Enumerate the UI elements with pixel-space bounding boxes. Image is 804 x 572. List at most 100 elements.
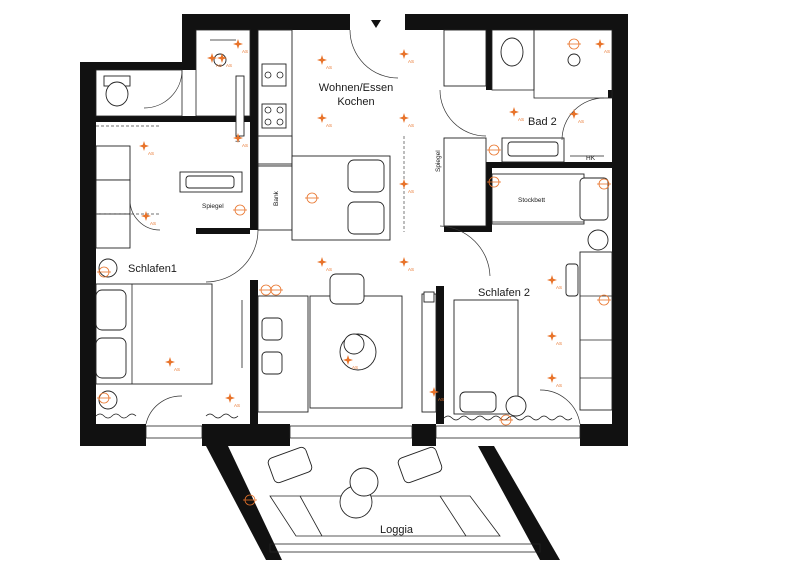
kitchen-sink [261, 63, 287, 87]
stockbett-label: Stockbett [518, 197, 545, 204]
as-label: AS [174, 367, 180, 372]
as-label: AS [518, 117, 524, 122]
as-label: AS [226, 63, 232, 68]
ceiling-light-icon [207, 53, 217, 63]
ceiling-light-icon [165, 357, 175, 367]
room-label-schlafen1: Schlafen1 [128, 263, 177, 275]
entrance-arrow-icon [371, 20, 381, 28]
bad2-drain-icon [567, 53, 581, 67]
ceiling-light-icon [399, 113, 409, 123]
as-label: AS [408, 59, 414, 64]
as-label: AS [438, 397, 444, 402]
ceiling-light-icon [595, 39, 605, 49]
as-label: AS [242, 143, 248, 148]
wall-bottom-3 [412, 424, 436, 446]
bad2-toilet-icon [500, 37, 524, 67]
as-label: AS [216, 63, 222, 68]
ceiling-light-icon [547, 331, 557, 341]
room-label-wohnen-2: Kochen [337, 96, 374, 108]
as-label: AS [326, 123, 332, 128]
room-label-wohnen-1: Wohnen/Essen [319, 82, 393, 94]
bedside-lamp-1-icon [98, 258, 118, 278]
as-label: AS [408, 267, 414, 272]
wall-bottom-2 [202, 424, 290, 446]
schlafen1: Schlafen1 [95, 258, 243, 425]
wohnen-door-swing [439, 225, 491, 277]
as-label: AS [326, 65, 332, 70]
as-label: AS [604, 49, 610, 54]
ceiling-light-icon [217, 53, 227, 63]
ceiling-light-icon [317, 113, 327, 123]
bank [257, 165, 293, 231]
as-label: AS [408, 189, 414, 194]
spiegel-hall: Spiegel [435, 150, 442, 172]
ceiling-light-icon [141, 211, 151, 221]
as-label: AS [408, 123, 414, 128]
kitchen-door-swing [205, 229, 259, 283]
wall-bad1-top [80, 62, 196, 70]
wall-closet-bottom [444, 226, 492, 232]
wall-bottom-1 [80, 424, 146, 446]
bad1-wc-zone [95, 69, 183, 117]
wall-bad2-bottom [486, 162, 612, 168]
wall-right-notch [608, 90, 628, 98]
schlafen1-balcony-door [145, 395, 183, 425]
bunk-bed [491, 173, 585, 225]
bad1: Spiegel HK [95, 29, 251, 249]
wall-bad2-left [486, 30, 492, 90]
window-wohnen [289, 425, 413, 439]
loggia-bench [269, 495, 501, 537]
bad1-toilet-icon [105, 81, 129, 107]
living-lower [257, 273, 437, 413]
wall-inner-right-lower [436, 286, 444, 424]
bad2-entry-swing [439, 89, 487, 137]
wall-bad1-bottom-thin [96, 116, 250, 122]
wall-stockbett-left [486, 168, 492, 232]
room-label-loggia: Loggia [380, 524, 414, 536]
ceiling-light-icon [569, 109, 579, 119]
as-label: AS [148, 151, 154, 156]
as-label: AS [242, 49, 248, 54]
ceiling-light-icon [547, 275, 557, 285]
bank-label: Bank [273, 190, 280, 206]
as-label: AS [150, 221, 156, 226]
ceiling-light-icon [509, 107, 519, 117]
entrance-door-swing [349, 29, 399, 79]
wall-bad1-lower [196, 228, 250, 234]
as-label: AS [326, 267, 332, 272]
as-label: AS [234, 403, 240, 408]
wall-top-left [182, 14, 350, 30]
loggia: Loggia [206, 446, 560, 560]
ceiling-light-icon [399, 179, 409, 189]
bad2-shower [533, 29, 613, 99]
ceiling-light-icon [139, 141, 149, 151]
loggia-wall-right [478, 446, 560, 560]
wall-inner-left-upper [250, 30, 258, 230]
bad1-inner-door-swing [129, 199, 161, 231]
bad1-shower [195, 29, 251, 117]
wall-inner-left-lower [250, 280, 258, 424]
dining-chair-1 [347, 159, 385, 193]
loggia-wall-left [206, 446, 282, 560]
as-label: AS [578, 119, 584, 124]
hall-wardrobe [443, 137, 487, 227]
ceiling-light-icon [343, 355, 353, 365]
wall-bad1-top-left [182, 14, 196, 66]
kitchen: Bank Spiegel Wohnen/Essen Kochen [205, 29, 491, 283]
walls [80, 14, 628, 446]
hall-closet [443, 29, 487, 87]
ceiling-light-icon [317, 257, 327, 267]
loggia-railing [269, 543, 541, 553]
as-label: AS [556, 285, 562, 290]
wall-left [80, 62, 96, 446]
wall-right [612, 14, 628, 446]
window-schlafen2 [435, 425, 581, 439]
armchair [329, 273, 365, 305]
as-label: AS [352, 365, 358, 370]
schlafen2-lamp-icon [587, 229, 609, 251]
wall-top-right [405, 14, 627, 30]
schlafen2: Stockbett Schlafen 2 [443, 173, 613, 425]
window-schlafen1 [145, 425, 203, 439]
bad1-door-swing [143, 69, 183, 109]
